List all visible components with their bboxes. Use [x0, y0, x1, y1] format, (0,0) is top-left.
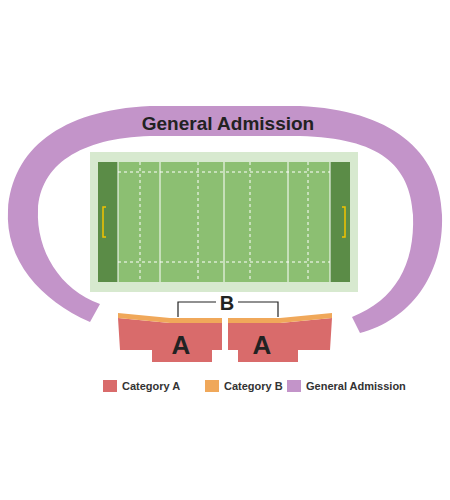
end-zone	[330, 162, 350, 282]
legend-text: Category A	[122, 380, 180, 392]
goal-post	[103, 207, 345, 237]
legend-text: Category B	[224, 380, 283, 392]
section-label: A	[172, 331, 191, 360]
legend-text: General Admission	[306, 380, 406, 392]
section-label: B	[216, 292, 238, 314]
field-surround	[90, 152, 358, 292]
end-zone	[98, 162, 118, 282]
legend-swatch	[287, 380, 301, 392]
legend-swatch	[103, 380, 117, 392]
pitch-lines	[118, 162, 330, 282]
pitch	[98, 162, 350, 282]
legend-swatch	[205, 380, 219, 392]
section-label: General Admission	[142, 114, 314, 135]
section-label: A	[253, 331, 272, 360]
category-b-section: B	[115, 290, 335, 326]
